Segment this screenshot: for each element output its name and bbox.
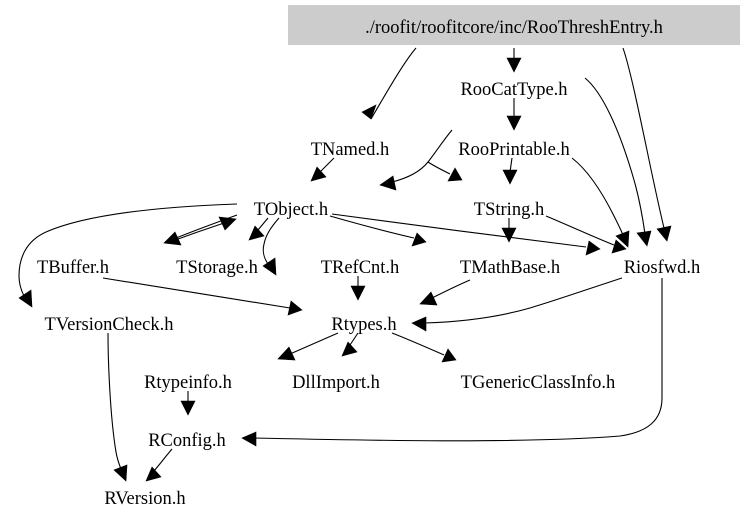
edge-roocattype-to-riosfwd bbox=[584, 77, 652, 247]
edge-tnamed-to-tobject bbox=[310, 157, 335, 182]
node-rooprintable-label[interactable]: RooPrintable.h bbox=[458, 140, 570, 160]
edge-rtypes-to-rtypeinfo bbox=[277, 332, 339, 361]
edge-tobject-to-trefcnt bbox=[262, 217, 280, 276]
node-tbuffer-label[interactable]: TBuffer.h bbox=[37, 258, 109, 278]
node-riosfwd-label[interactable]: Riosfwd.h bbox=[624, 258, 701, 278]
node-tnamed-label[interactable]: TNamed.h bbox=[311, 140, 390, 160]
edge-riosfwd-to-rtypes bbox=[411, 277, 623, 332]
edge-root-to-tnamed bbox=[361, 47, 417, 120]
node-roocattype-label[interactable]: RooCatType.h bbox=[460, 80, 567, 100]
edge-tversioncheck-to-rversion bbox=[107, 332, 128, 482]
node-tmathbase-label[interactable]: TMathBase.h bbox=[460, 258, 560, 278]
node-root-label[interactable]: ./roofit/roofitcore/inc/RooThreshEntry.h bbox=[365, 18, 663, 38]
node-root-box bbox=[288, 5, 740, 45]
node-rconfig-label[interactable]: RConfig.h bbox=[148, 431, 226, 451]
edge-rtypeinfo-to-rconfig bbox=[180, 391, 196, 416]
node-tstorage-label[interactable]: TStorage.h bbox=[176, 258, 258, 278]
nodes-layer: ./roofit/roofitcore/inc/RooThreshEntry.h… bbox=[37, 5, 740, 509]
edge-tobject-to-tstorage bbox=[248, 217, 269, 241]
edge-tobject-to-tversioncheck bbox=[18, 203, 238, 308]
edge-rooprintable-to-tstring bbox=[502, 157, 518, 185]
edge-roocattype-to-rooprintable bbox=[506, 98, 522, 131]
node-rtypeinfo-label[interactable]: Rtypeinfo.h bbox=[144, 373, 232, 393]
edge-root-to-roocattype bbox=[506, 48, 522, 73]
edge-root-to-riosfwd bbox=[622, 47, 672, 242]
edges-layer bbox=[18, 47, 672, 482]
node-tstring-label[interactable]: TString.h bbox=[474, 200, 544, 220]
node-dllimport-label[interactable]: DllImport.h bbox=[292, 373, 380, 393]
edge-tobject-to-tmathbase bbox=[329, 215, 427, 247]
edge-tobject-to-riosfwd bbox=[331, 213, 601, 256]
edge-rtypes-to-dllimport bbox=[341, 332, 359, 357]
edge-riosfwd-to-rconfig bbox=[241, 278, 663, 447]
node-tobject-label[interactable]: TObject.h bbox=[254, 200, 328, 220]
edge-tstring-to-tmathbase bbox=[501, 218, 517, 243]
edge-tstring-to-riosfwd bbox=[545, 215, 627, 254]
node-tgenericclassinfo-label[interactable]: TGenericClassInfo.h bbox=[461, 373, 616, 393]
edge-tbuffer-to-rtypes bbox=[102, 277, 303, 316]
edge-rooprintable-to-tobject bbox=[379, 129, 453, 191]
edge-rooprintable-to-riosfwd bbox=[571, 157, 630, 248]
node-tversioncheck-label[interactable]: TVersionCheck.h bbox=[45, 315, 174, 335]
edge-rconfig-to-rversion bbox=[145, 448, 173, 482]
node-rtypes-label[interactable]: Rtypes.h bbox=[331, 315, 396, 335]
node-rversion-label[interactable]: RVersion.h bbox=[104, 489, 185, 509]
edge-rooprintable-branch-to-tstring bbox=[427, 161, 463, 182]
edge-tstorage-to-tobject bbox=[166, 216, 237, 244]
edge-trefcnt-to-rtypes bbox=[350, 276, 366, 301]
node-trefcnt-label[interactable]: TRefCnt.h bbox=[321, 258, 400, 278]
edge-rtypes-to-tgenericclassinfo bbox=[391, 332, 457, 363]
edge-tmathbase-to-rtypes bbox=[419, 279, 471, 306]
